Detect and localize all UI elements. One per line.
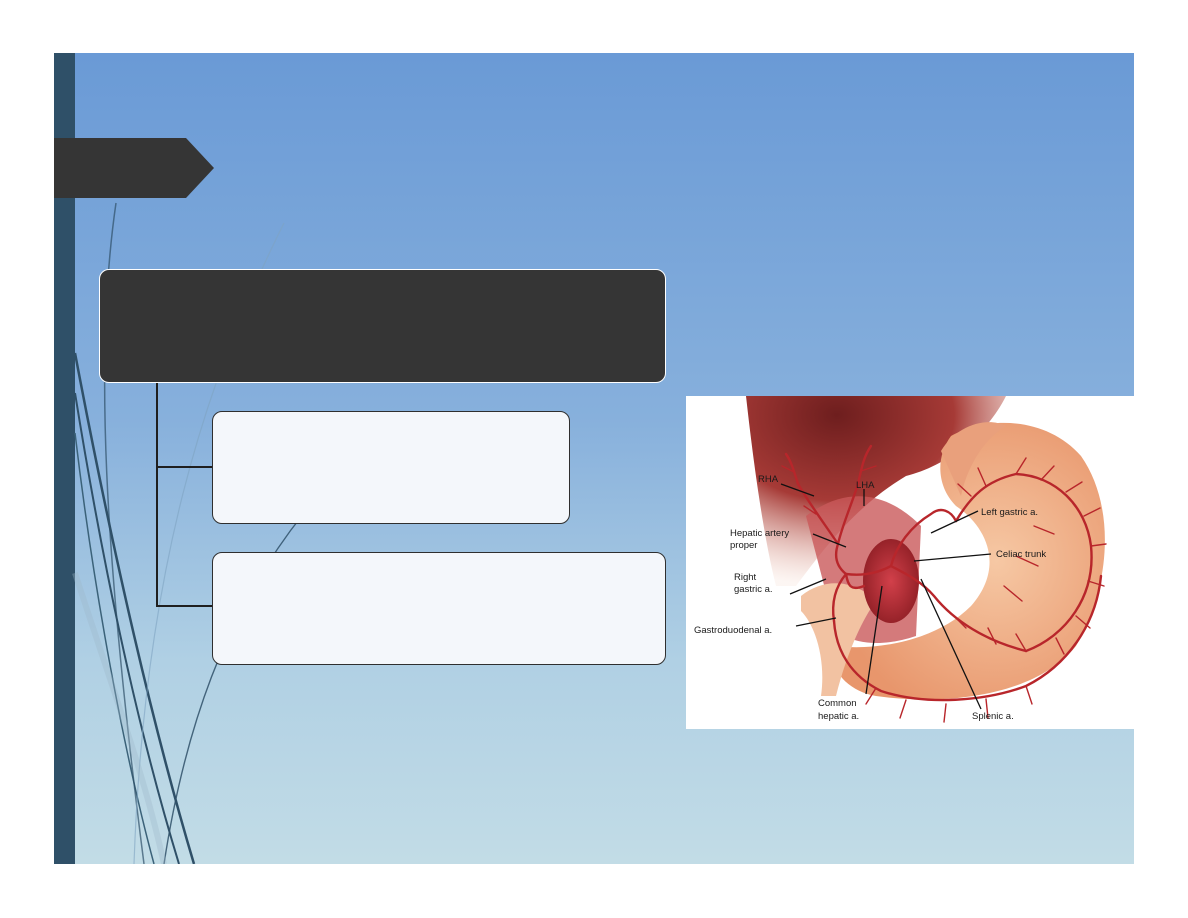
connector-horizontal-2 — [156, 605, 212, 607]
connector-horizontal-1 — [156, 466, 212, 468]
sub-box-1 — [212, 411, 570, 524]
label-right-gastric-1: Right — [734, 572, 757, 583]
stomach-shape — [833, 422, 1105, 700]
top-box — [99, 269, 666, 383]
arteries — [784, 444, 1103, 702]
label-splenic: Splenic a. — [972, 711, 1014, 722]
label-lha: LHA — [856, 480, 875, 491]
sub-box-2 — [212, 552, 666, 665]
title-tab — [54, 138, 214, 198]
decorative-curves — [72, 202, 305, 864]
duodenum-shape — [801, 583, 876, 696]
connector-vertical — [156, 383, 158, 607]
sidebar-bar — [54, 53, 75, 864]
label-hepatic-artery-1: Hepatic artery — [730, 528, 789, 539]
label-left-gastric: Left gastric a. — [981, 507, 1038, 518]
leader-lines — [780, 483, 992, 710]
label-gastroduodenal: Gastroduodenal a. — [694, 625, 772, 636]
celiac-anatomy-figure: RHA LHA Hepatic artery proper Right gast… — [686, 396, 1134, 729]
label-common-hepatic-1: Common — [818, 698, 857, 709]
esophagus-shape — [941, 422, 1006, 496]
liver-shape — [746, 396, 1006, 586]
label-right-gastric-2: gastric a. — [734, 584, 773, 595]
anatomy-illustration: RHA LHA Hepatic artery proper Right gast… — [694, 396, 1107, 723]
label-rha: RHA — [758, 474, 779, 485]
branch-arteries — [781, 457, 1107, 723]
label-common-hepatic-2: hepatic a. — [818, 711, 859, 722]
label-celiac-trunk: Celiac trunk — [996, 549, 1046, 560]
label-hepatic-artery-2: proper — [730, 540, 757, 551]
aorta-shape — [863, 539, 919, 623]
slide: RHA LHA Hepatic artery proper Right gast… — [54, 53, 1134, 864]
